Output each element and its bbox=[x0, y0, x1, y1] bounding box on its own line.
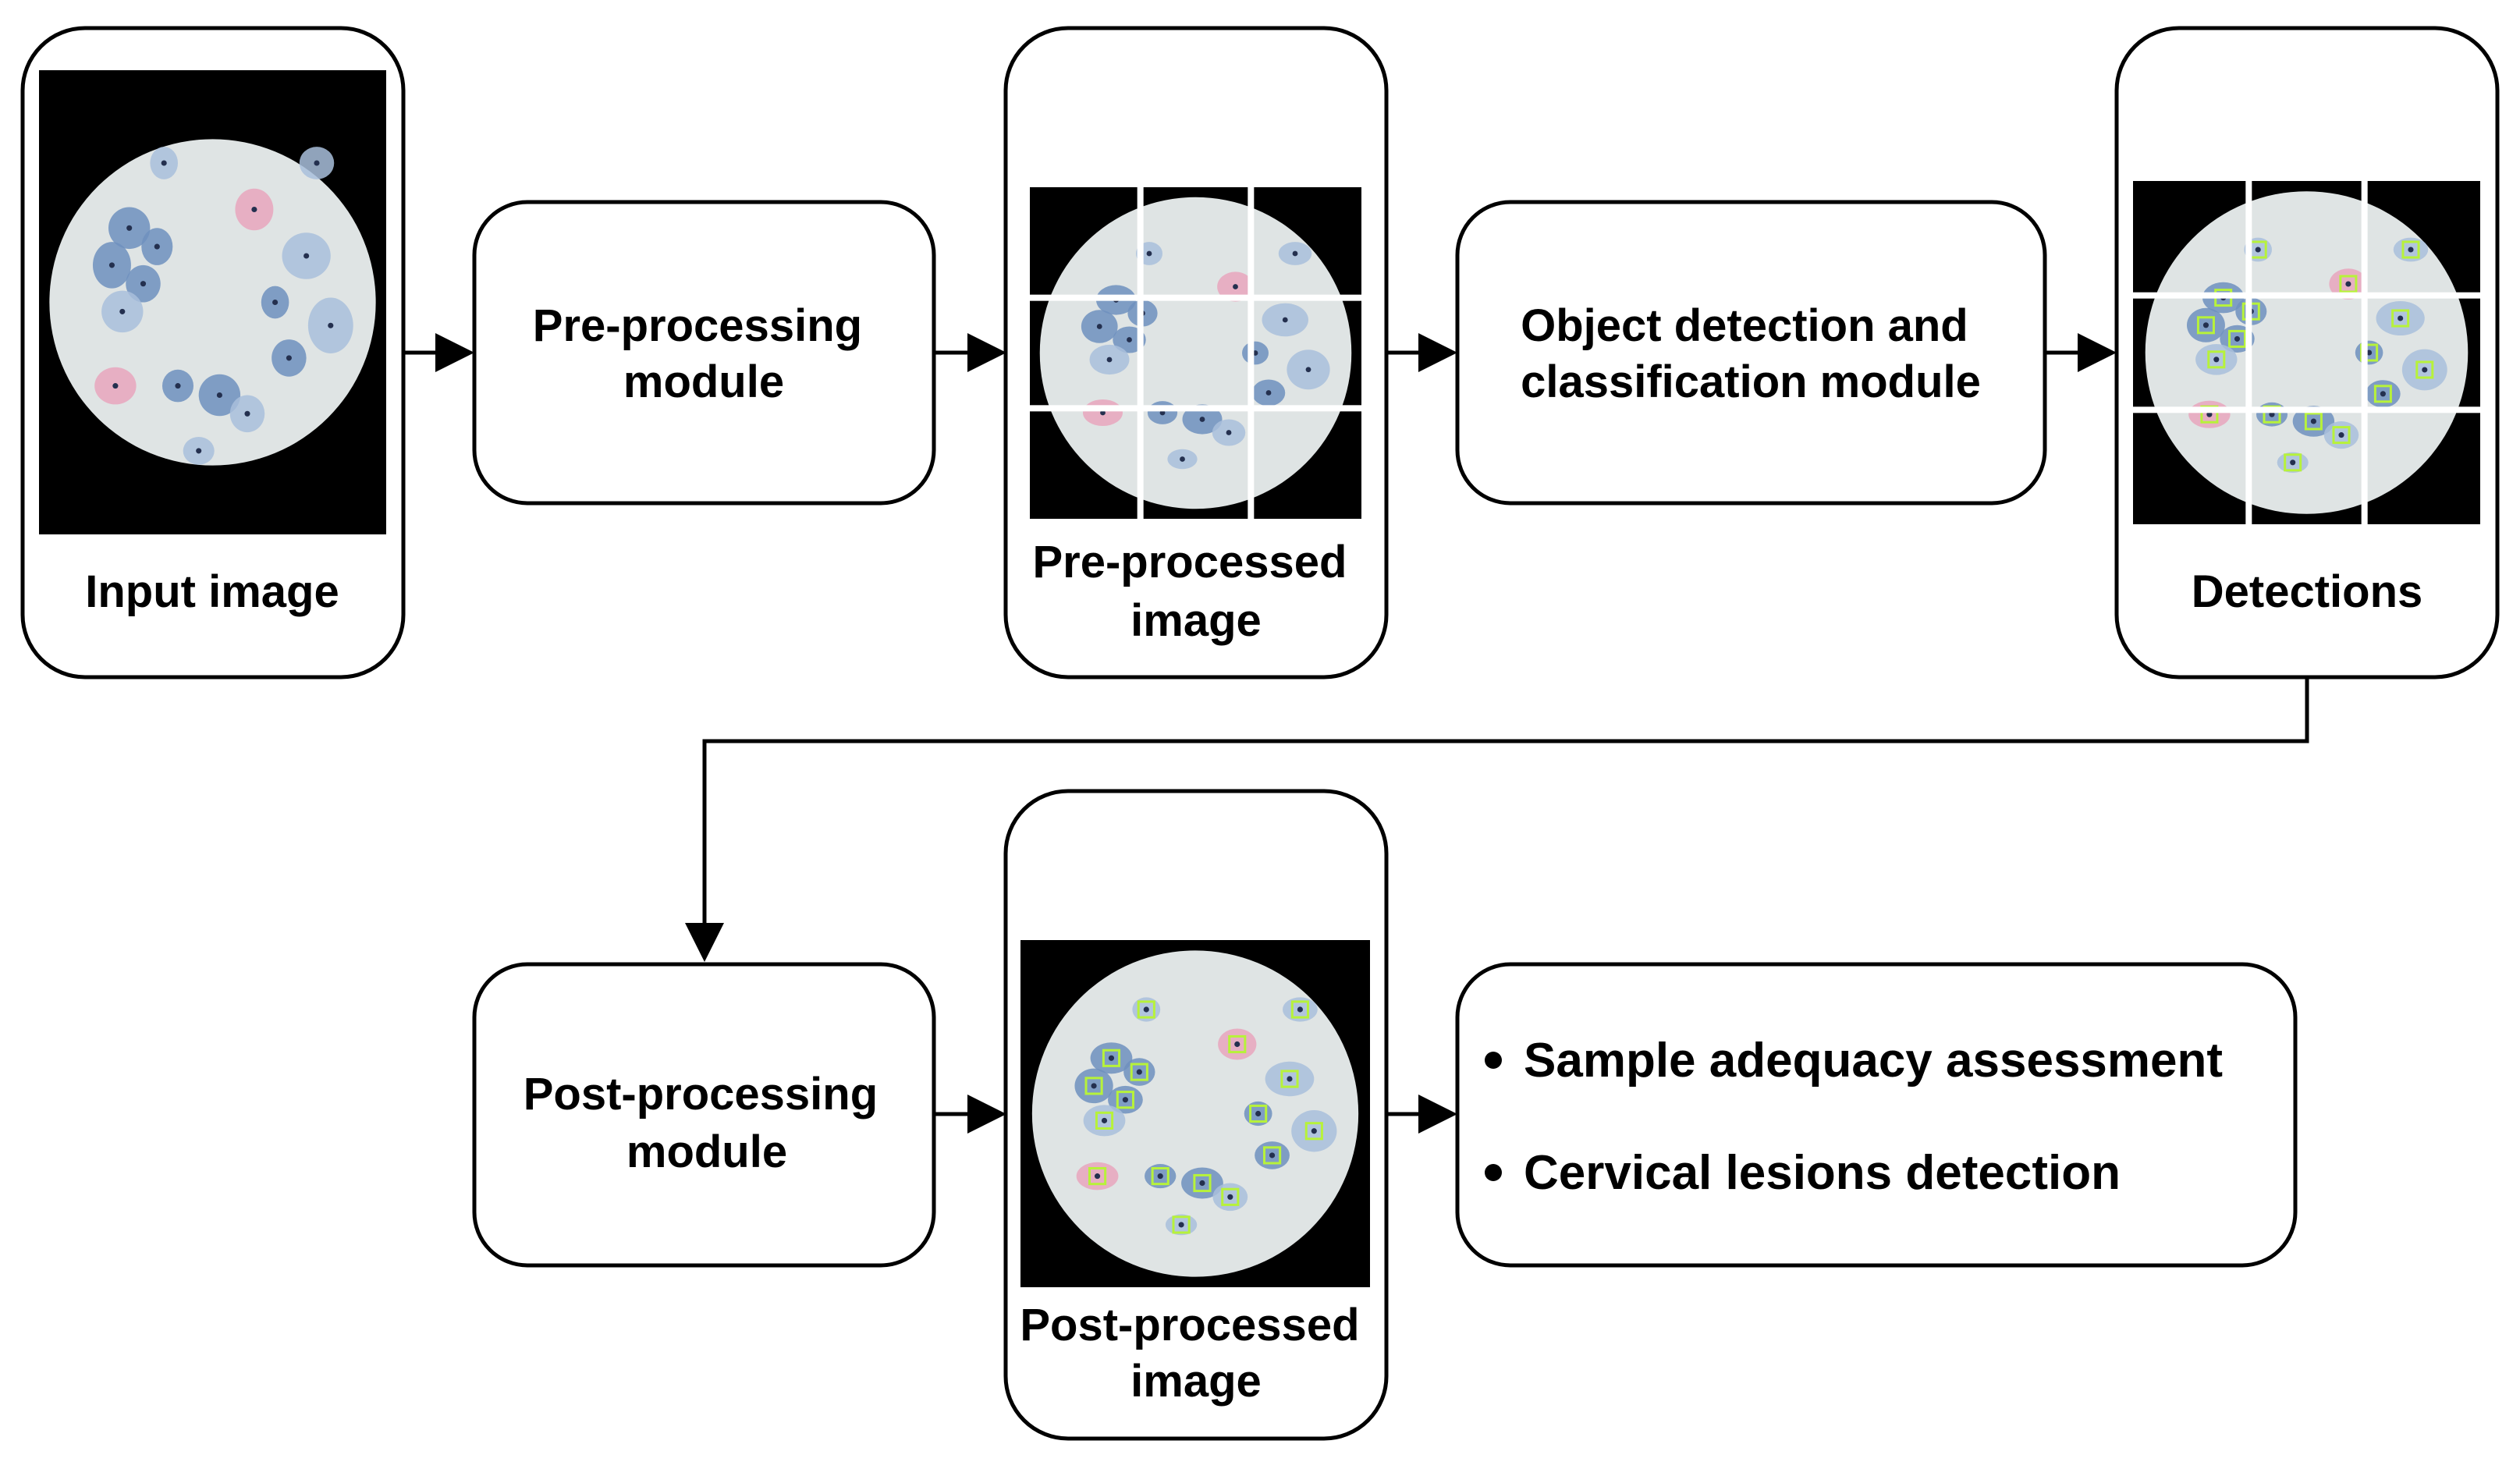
output-bullet-1: Sample adequacy assessment bbox=[1524, 1034, 2223, 1088]
node-preprocessed-image-label: Pre-processed image bbox=[1032, 537, 1359, 646]
node-postprocessing-module-label: Post-processing module bbox=[524, 1069, 891, 1177]
node-detection-module: Object detection and classification modu… bbox=[1455, 200, 2047, 506]
connectors bbox=[403, 333, 2309, 1134]
detection-boxes-image bbox=[2133, 181, 2480, 524]
node-postprocessed-image-label: Post-processed image bbox=[1020, 1300, 1372, 1407]
node-input-image: Input image bbox=[20, 26, 406, 680]
bullet-icon bbox=[1485, 1164, 1502, 1181]
node-postprocessed-image: Post-processed image bbox=[1003, 789, 1389, 1441]
bullet-icon bbox=[1485, 1052, 1502, 1069]
node-input-image-label: Input image bbox=[85, 566, 339, 617]
node-postprocessing-module-box bbox=[472, 962, 936, 1268]
node-detections-label: Detections bbox=[2192, 566, 2423, 617]
node-detection-module-box bbox=[1455, 200, 2047, 506]
node-preprocessing-module-label: Pre-processing module bbox=[533, 300, 875, 407]
node-detections: Detections bbox=[2114, 26, 2500, 680]
node-preprocessing-module: Pre-processing module bbox=[472, 200, 936, 506]
node-preprocessed-image: Pre-processed image bbox=[1003, 26, 1389, 680]
output-bullet-2: Cervical lesions detection bbox=[1524, 1146, 2121, 1200]
edge-detections-to-postprocessing bbox=[685, 677, 2309, 962]
node-preprocessing-module-box bbox=[472, 200, 936, 506]
post-processed-detection-image bbox=[1020, 940, 1370, 1287]
node-detection-module-label: Object detection and classification modu… bbox=[1521, 300, 1981, 407]
node-outputs-box bbox=[1455, 962, 2298, 1268]
tiled-slide-image bbox=[1030, 187, 1361, 519]
node-postprocessing-module: Post-processing module bbox=[472, 962, 936, 1268]
node-outputs: Sample adequacy assessment Cervical lesi… bbox=[1455, 962, 2298, 1268]
microscope-slide-image bbox=[39, 70, 386, 534]
